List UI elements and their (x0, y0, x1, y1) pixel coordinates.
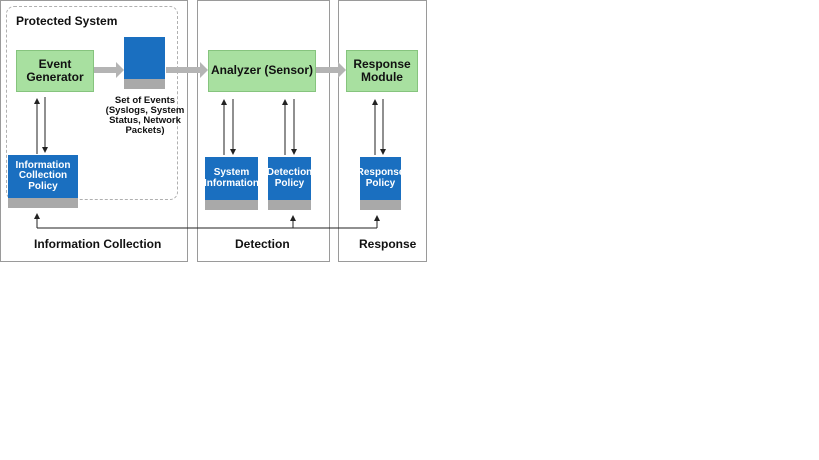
event-generator-box: Event Generator (16, 50, 94, 92)
events-to-analyzer-arrow (166, 62, 208, 78)
analyzer-to-response-arrow (316, 62, 346, 78)
detection-policy-box: Detection Policy (266, 157, 313, 210)
event-flow-arrow (94, 62, 124, 78)
information-collection-policy-label: Information Collection Policy (15, 159, 71, 192)
event-generator-label: Event Generator (26, 56, 84, 84)
set-of-events-icon (124, 37, 165, 89)
system-information-box: System Information (204, 157, 259, 210)
response-section-label: Response (359, 237, 417, 251)
information-collection-policy-box: Information Collection Policy (8, 155, 78, 208)
information-collection-section-label: Information Collection (34, 237, 162, 251)
response-policy-box: Response Policy (357, 157, 404, 210)
response-policy-label: Response Policy (356, 167, 405, 189)
detection-section-label: Detection (235, 237, 290, 251)
detection-policy-label: Detection Policy (266, 167, 313, 189)
analyzer-box: Analyzer (Sensor) (208, 50, 316, 92)
protected-system-boundary (6, 6, 178, 200)
protected-system-title: Protected System (16, 14, 118, 28)
response-module-label: Response Module (353, 56, 411, 84)
response-module-box: Response Module (346, 50, 418, 92)
analyzer-label: Analyzer (Sensor) (210, 63, 314, 78)
detection-panel (197, 0, 330, 262)
set-of-events-caption: Set of Events (Syslogs, System Status, N… (105, 95, 185, 136)
system-information-label: System Information (204, 167, 259, 189)
